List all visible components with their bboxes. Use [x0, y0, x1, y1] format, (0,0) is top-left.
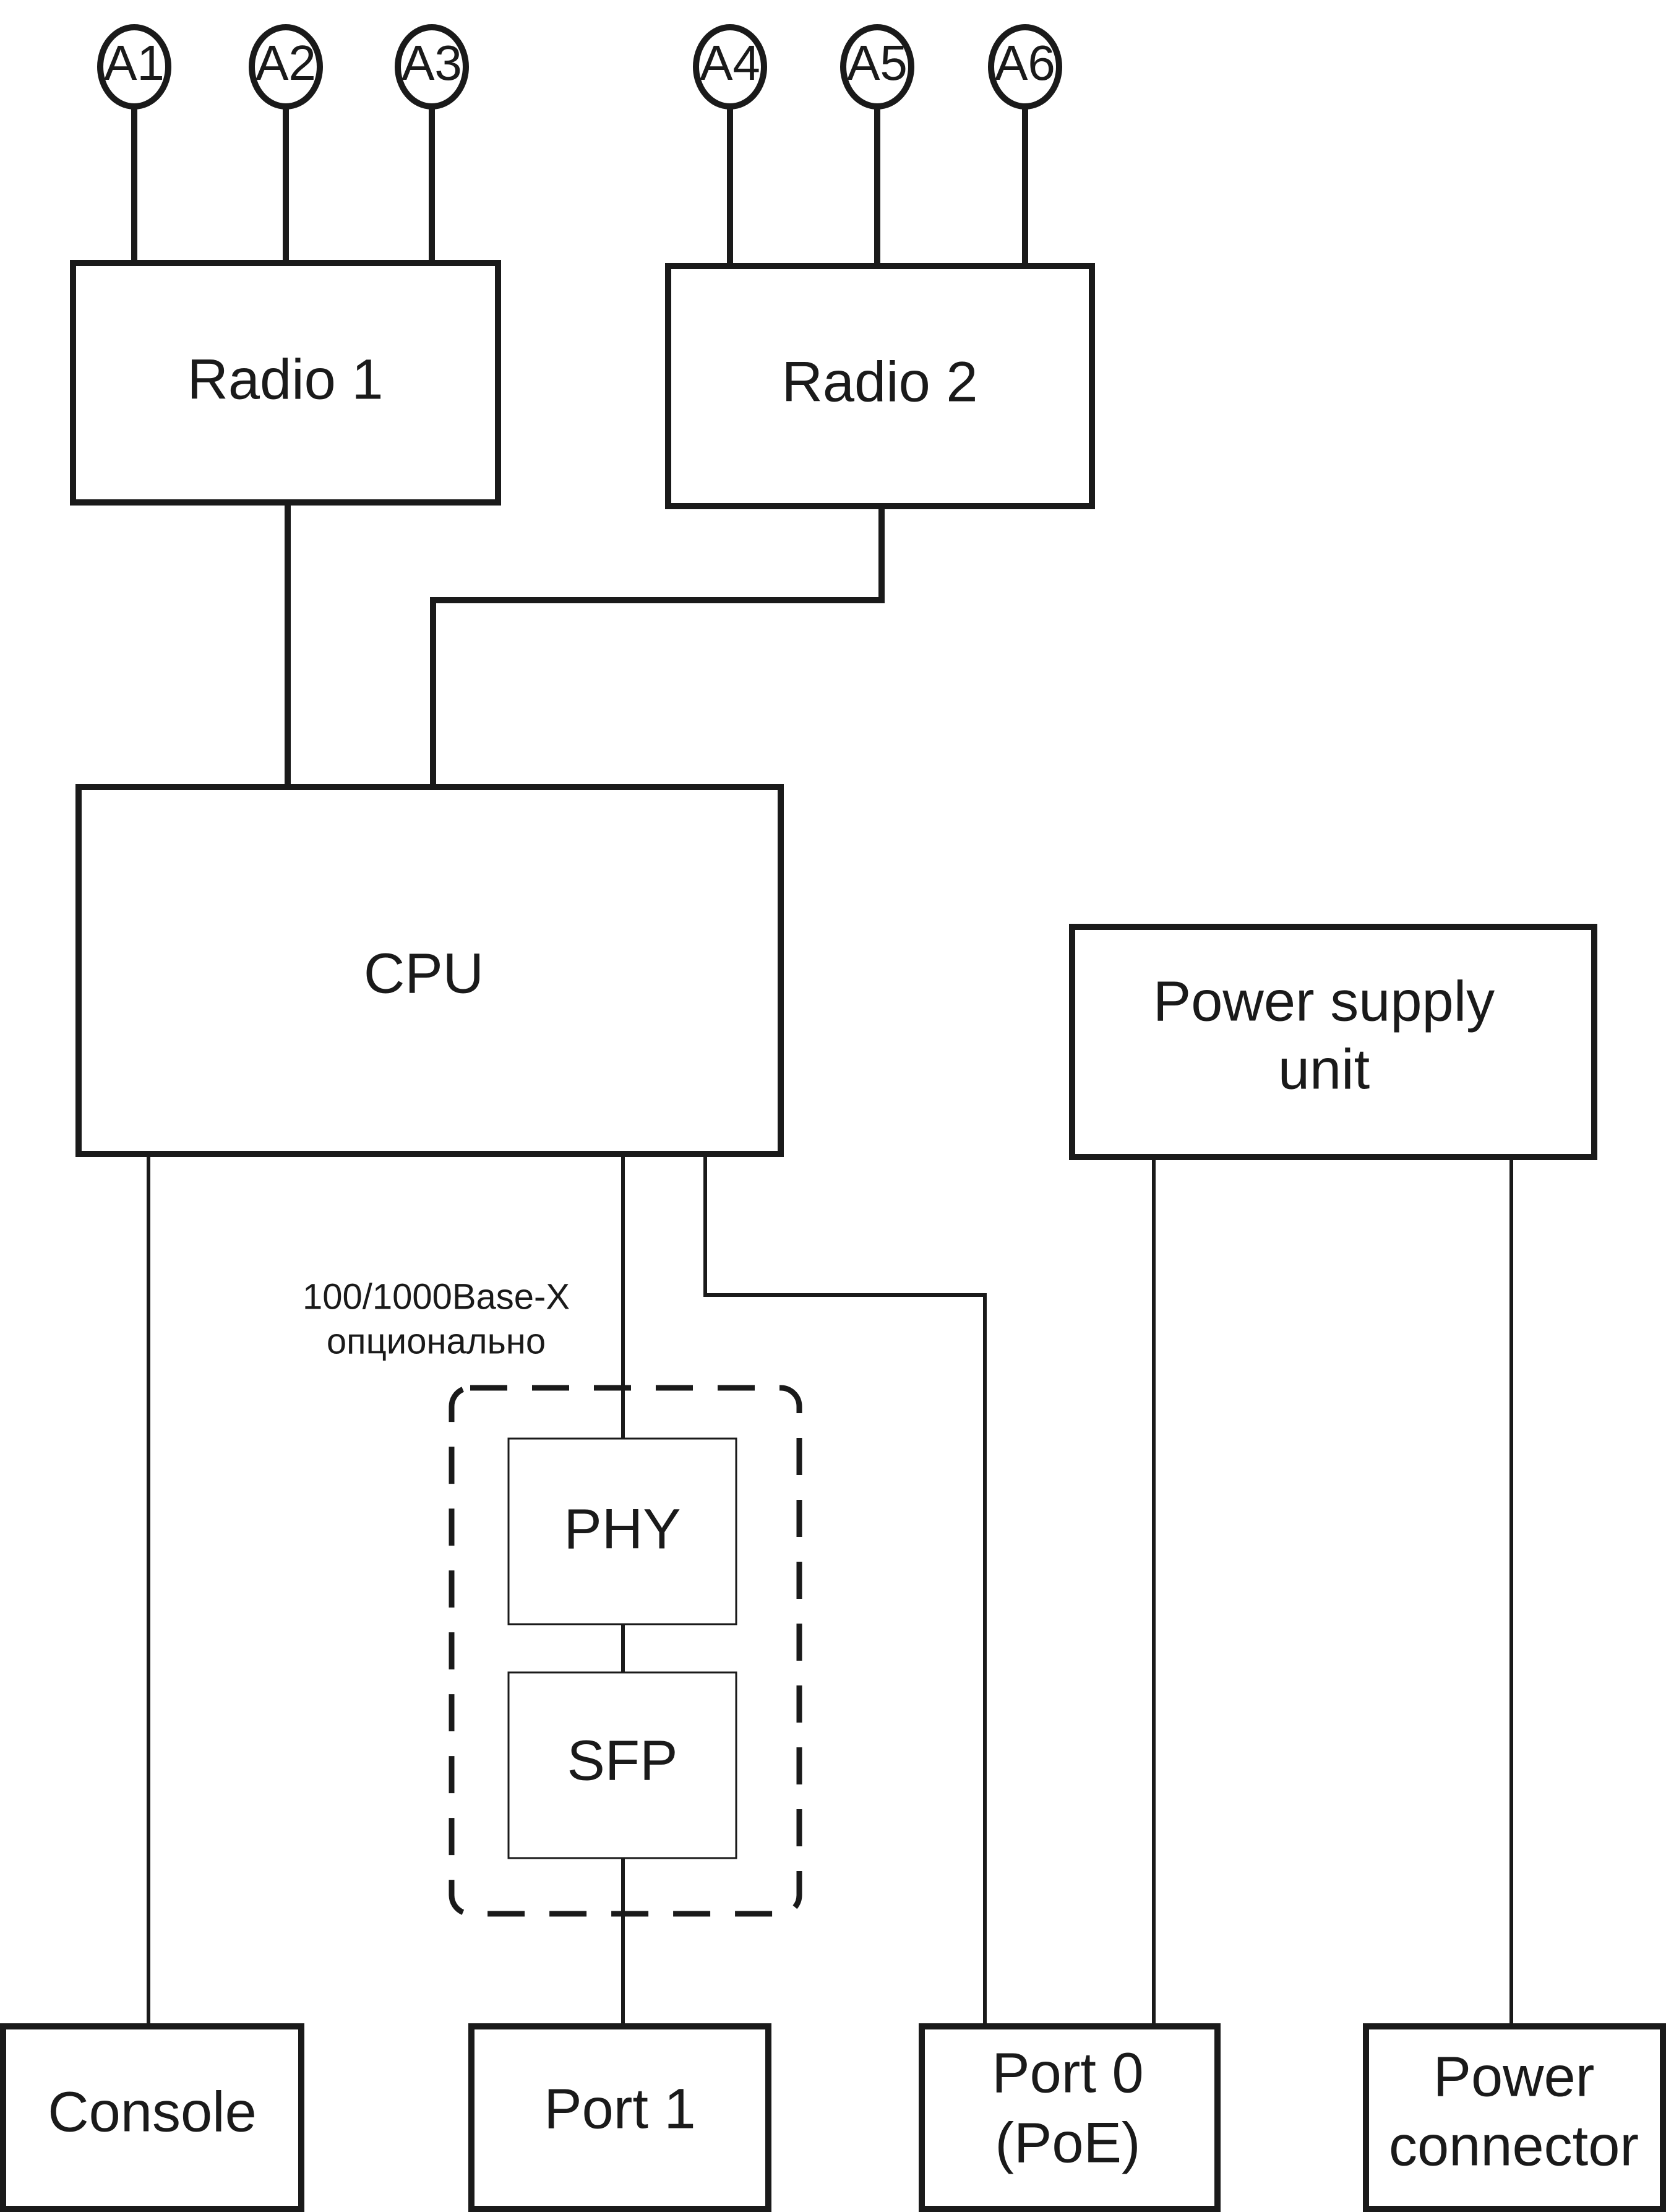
connector-cpu-port0: [703, 1154, 987, 2023]
console-label: Console: [48, 2080, 257, 2143]
antenna-label: A6: [995, 35, 1055, 90]
psu-label-line1: Power supply: [1153, 970, 1495, 1033]
antenna-a5: A5: [840, 24, 914, 110]
cpu-box: [75, 784, 784, 1157]
optional-group-label: 100/1000Base-X опционально: [303, 1276, 570, 1361]
antenna-circle: [988, 24, 1062, 110]
sfp-box: [507, 1671, 737, 1859]
power-connector-label-line2: connector: [1389, 2114, 1639, 2177]
phy-block: PHY: [507, 1437, 737, 1625]
psu-box: [1069, 924, 1597, 1160]
power-connector-box: [1363, 2023, 1666, 2212]
antenna-a2: A2: [249, 24, 323, 110]
antenna-label: A4: [700, 35, 760, 90]
radio2-label: Radio 2: [781, 350, 977, 413]
antenna-circle: [97, 24, 171, 110]
console-box: [0, 2023, 304, 2212]
port0-box: [919, 2023, 1221, 2212]
console-block: Console: [0, 2023, 304, 2212]
port0-label-line2: (PoE): [995, 2111, 1140, 2174]
antenna-label: A5: [847, 35, 908, 90]
antenna-a6: A6: [988, 24, 1062, 110]
sfp-block: SFP: [507, 1671, 737, 1859]
antenna-a4: A4: [693, 24, 767, 110]
port1-label: Port 1: [544, 2077, 695, 2140]
antenna-a3: A3: [395, 24, 469, 110]
psu-label-line2: unit: [1278, 1038, 1370, 1101]
port1-box: [468, 2023, 771, 2212]
antenna-circle: [249, 24, 323, 110]
antenna-circle: [693, 24, 767, 110]
port0-block: Port 0 (PoE): [919, 2023, 1221, 2212]
phy-box: [507, 1437, 737, 1625]
psu-block: Power supply unit: [1069, 924, 1597, 1160]
antenna-circle: [395, 24, 469, 110]
optional-group-dashed-border: [449, 1385, 802, 1917]
radio1-block: Radio 1: [70, 260, 501, 506]
radio1-label: Radio 1: [187, 348, 383, 411]
antenna-label: A2: [255, 35, 316, 90]
sfp-label: SFP: [567, 1729, 678, 1792]
optional-note-label: опционально: [327, 1321, 546, 1361]
port0-label-line1: Port 0: [992, 2041, 1143, 2104]
power-connector-block: Power connector: [1363, 2023, 1666, 2212]
port1-block: Port 1: [468, 2023, 771, 2212]
antenna-circle: [840, 24, 914, 110]
radio2-box: [665, 263, 1095, 509]
cpu-label: CPU: [364, 942, 484, 1005]
optional-interface-label: 100/1000Base-X: [303, 1276, 570, 1317]
radio1-box: [70, 260, 501, 506]
power-connector-label-line1: Power: [1433, 2045, 1595, 2108]
antenna-label: A1: [104, 35, 165, 90]
phy-label: PHY: [564, 1497, 681, 1560]
connector-radio2-cpu: [430, 506, 885, 787]
antenna-label: A3: [401, 35, 462, 90]
antenna-a1: A1: [97, 24, 171, 110]
radio2-block: Radio 2: [665, 263, 1095, 509]
cpu-block: CPU: [75, 784, 784, 1157]
